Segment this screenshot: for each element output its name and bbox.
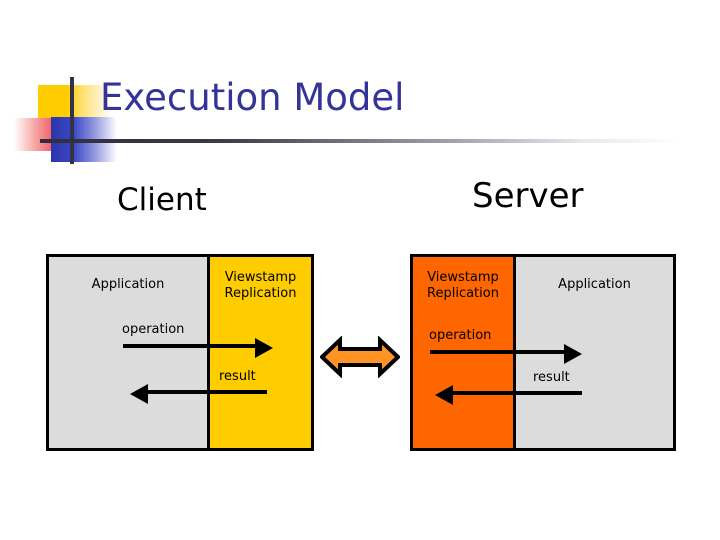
client-application-panel: Application bbox=[49, 257, 207, 448]
server-operation-arrow-line bbox=[430, 350, 568, 354]
client-vr-label-line2: Replication bbox=[224, 286, 297, 302]
server-application-label: Application bbox=[558, 277, 631, 292]
decor-horizontal-rule bbox=[40, 139, 680, 143]
heading-client: Client bbox=[117, 182, 207, 218]
server-operation-arrow-head-icon bbox=[564, 344, 582, 364]
page-title: Execution Model bbox=[100, 76, 405, 119]
decor-yellow-square-icon bbox=[38, 85, 112, 123]
server-vr-label-line1: Viewstamp bbox=[427, 270, 499, 285]
client-result-label: result bbox=[219, 369, 256, 384]
client-result-arrow-line bbox=[145, 390, 267, 394]
bidirectional-link-arrow-icon bbox=[320, 336, 400, 378]
client-node-box: Application Viewstamp Replication bbox=[46, 254, 314, 451]
server-operation-label: operation bbox=[429, 328, 492, 343]
server-vr-label: Viewstamp Replication bbox=[413, 270, 513, 303]
client-operation-label: operation bbox=[122, 322, 185, 337]
heading-server: Server bbox=[472, 176, 584, 216]
client-operation-arrow-head-icon bbox=[255, 338, 273, 358]
client-operation-arrow-line bbox=[123, 344, 259, 348]
server-node-box: Viewstamp Replication Application bbox=[410, 254, 676, 451]
client-vr-label: Viewstamp Replication bbox=[210, 270, 311, 303]
client-vr-label-line1: Viewstamp bbox=[224, 270, 297, 285]
server-result-label: result bbox=[533, 370, 570, 385]
decor-vertical-rule bbox=[70, 77, 74, 164]
client-result-arrow-head-icon bbox=[130, 384, 148, 404]
client-viewstamp-replication-panel: Viewstamp Replication bbox=[207, 257, 311, 448]
server-result-arrow-line bbox=[450, 391, 582, 395]
server-vr-label-line2: Replication bbox=[427, 286, 499, 302]
server-result-arrow-head-icon bbox=[435, 385, 453, 405]
client-application-label: Application bbox=[91, 277, 165, 292]
